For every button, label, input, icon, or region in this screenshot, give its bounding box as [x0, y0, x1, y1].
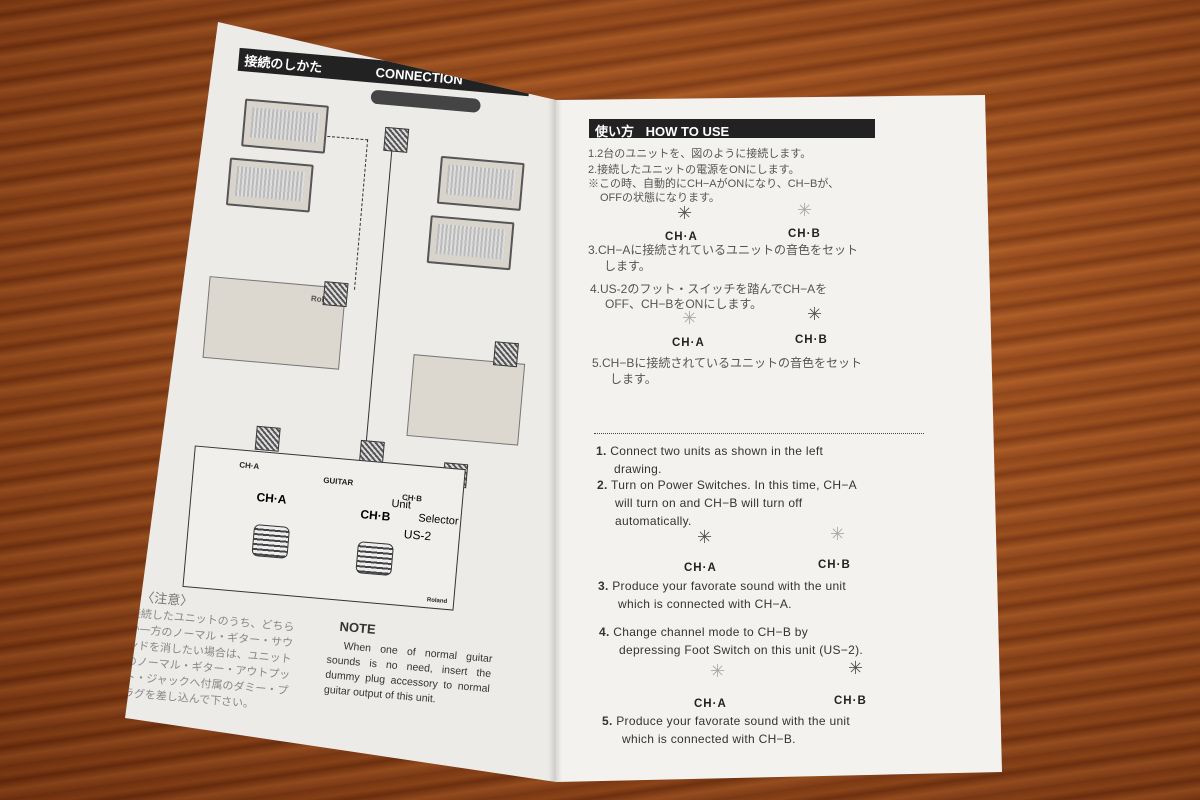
header-jp: 使い方	[595, 124, 635, 139]
led-off-icon: ✳	[797, 200, 813, 220]
ch-b-label: CH·B	[818, 559, 851, 571]
guitar-illustration	[370, 89, 482, 114]
plug	[492, 341, 519, 368]
note-en-text: When one of normal guitar sounds is no n…	[323, 640, 493, 706]
led-on-icon: ✳	[848, 658, 864, 678]
ch-b-label: CH·B	[795, 334, 828, 346]
divider	[594, 433, 924, 434]
jp-step-5: 5.CH−Bに接続されているユニットの音色をセット	[592, 356, 862, 370]
step-number: 4.	[599, 625, 610, 639]
ch-b-label: CH·B	[359, 507, 391, 524]
header-en: HOW TO USE	[645, 124, 730, 139]
en-step-4: 4. Change channel mode to CH−B by depres…	[599, 623, 863, 659]
step-line: Change channel mode to CH−B by	[613, 625, 809, 639]
unit-label: Unit	[390, 497, 412, 512]
note-jp-text: 接続したユニットのうち、どちらか一方のノーマル・ギター・サウンドを消したい場合は…	[122, 607, 295, 711]
step-line: Produce your favorate sound with the uni…	[612, 579, 847, 593]
led-on-icon: ✳	[677, 203, 693, 223]
step-number: 2.	[597, 478, 608, 492]
en-step-5: 5. Produce your favorate sound with the …	[602, 712, 850, 748]
step-number: 5.	[602, 714, 613, 728]
en-step-3: 3. Produce your favorate sound with the …	[598, 577, 846, 613]
step-number: 1.	[596, 444, 607, 458]
jp-step-1: 1.2台のユニットを、図のように接続します。	[588, 148, 812, 160]
guitar-label: GUITAR	[322, 475, 354, 488]
how-to-use-header: 使い方 HOW TO USE	[589, 119, 875, 139]
jp-step-4: 4.US-2のフット・スイッチを踏んでCH−Aを	[590, 282, 828, 296]
ch-a-small-label: CH·A	[238, 460, 260, 472]
ch-a-label: CH·A	[694, 698, 727, 710]
amp-b2	[426, 215, 515, 271]
jp-step-2: 2.接続したユニットの電源をONにします。	[588, 164, 800, 176]
selector-brand: Roland	[426, 597, 448, 606]
led-off-icon: ✳	[830, 524, 846, 544]
led-on-icon: ✳	[807, 304, 823, 324]
ch-a-label: CH·A	[255, 490, 288, 507]
step-number: 3.	[598, 579, 609, 593]
amp-a2	[225, 157, 314, 213]
step-line: Produce your favorate sound with the uni…	[616, 714, 851, 728]
step-line: Turn on Power Switches. In this time, CH…	[611, 478, 857, 492]
page-fold	[548, 100, 562, 782]
wire	[314, 135, 369, 290]
wire	[364, 149, 393, 459]
jp-step-4-cont: OFF、CH−BをONにします。	[605, 297, 763, 311]
step-line: which is connected with CH−B.	[622, 732, 796, 746]
en-step-2: 2. Turn on Power Switches. In this time,…	[597, 476, 857, 530]
led-off-icon: ✳	[682, 308, 698, 328]
ch-a-label: CH·A	[684, 562, 717, 574]
plug	[254, 425, 281, 452]
led-on-icon: ✳	[697, 527, 713, 547]
ch-a-label: CH·A	[672, 337, 705, 349]
unit-selector-us2: CH·A GUITAR CH·B CH·A CH·B Unit Selector…	[182, 445, 466, 611]
foot-switch-a	[251, 523, 291, 559]
step-line: which is connected with CH−A.	[618, 597, 792, 611]
note-title: NOTE	[338, 618, 377, 637]
led-off-icon: ✳	[710, 661, 726, 681]
step-line: will turn on and CH−B will turn off	[615, 496, 803, 510]
jp-step-3: 3.CH−Aに接続されているユニットの音色をセット	[588, 243, 858, 257]
foot-switch-b	[355, 541, 394, 577]
effects-unit-b	[406, 354, 526, 446]
step-line: Connect two units as shown in the left	[610, 444, 824, 458]
jp-step-5-cont: します。	[610, 372, 657, 386]
amp-a1	[241, 98, 329, 154]
amp-b1	[436, 155, 525, 211]
header-jp: 接続のしかた	[243, 53, 323, 76]
ch-a-label: CH·A	[665, 231, 698, 243]
ch-b-label: CH·B	[788, 228, 821, 240]
jp-step-2-note-cont: OFFの状態になります。	[600, 192, 720, 204]
ch-b-label: CH·B	[834, 695, 867, 707]
step-line: automatically.	[615, 514, 692, 528]
step-line: depressing Foot Switch on this unit (US−…	[619, 643, 864, 657]
step-line: drawing.	[614, 462, 662, 476]
jp-step-2-note: ※この時、自動的にCH−AがONになり、CH−Bが、	[588, 178, 840, 190]
model-label: US-2	[403, 527, 432, 544]
jp-step-3-cont: します。	[604, 259, 651, 273]
en-step-1: 1. Connect two units as shown in the lef…	[596, 442, 823, 478]
guitar-plug	[383, 126, 410, 153]
plug	[322, 281, 349, 308]
selector-label: Selector	[417, 512, 460, 528]
